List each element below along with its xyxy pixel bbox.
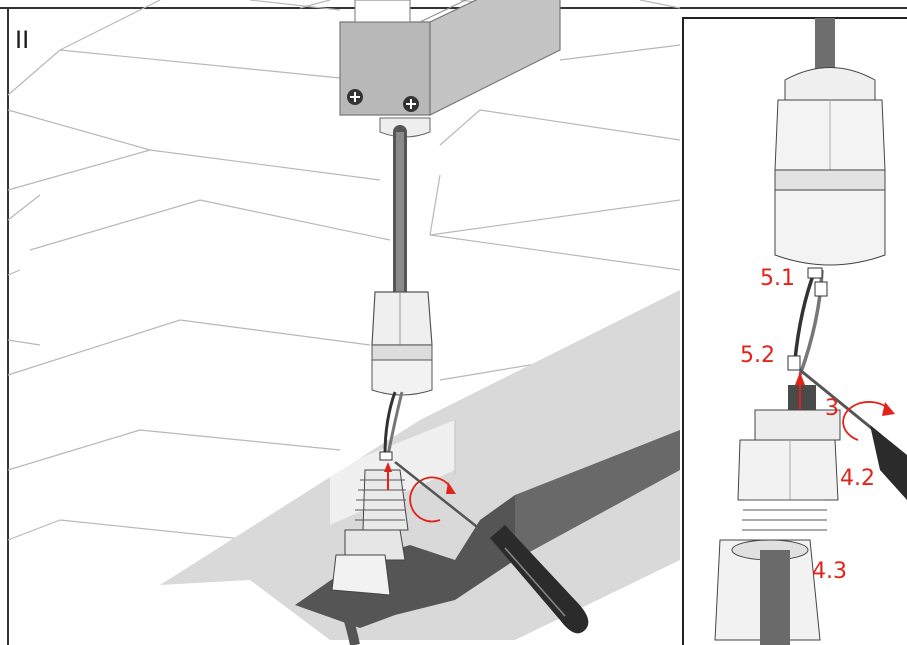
screw-icon bbox=[347, 89, 363, 105]
callout-3: 3 bbox=[825, 396, 839, 421]
screwdriver-icon bbox=[799, 368, 907, 500]
callout-4-3: 4.3 bbox=[812, 559, 847, 584]
screw-icon bbox=[403, 96, 419, 112]
step-numeral: II bbox=[15, 26, 29, 54]
cable-gland-icon bbox=[774, 67, 886, 266]
cable-gland-icon bbox=[371, 291, 433, 396]
detail-inset: 5.1 5.2 3 4.2 4.3 bbox=[682, 17, 907, 645]
rotation-arrow-icon bbox=[409, 476, 456, 523]
cable-gland-icon bbox=[714, 409, 841, 645]
callout-5-2: 5.2 bbox=[740, 343, 775, 368]
callout-5-1: 5.1 bbox=[760, 266, 795, 291]
paving-tiles bbox=[7, 0, 681, 546]
luminaire-housing bbox=[339, 0, 561, 138]
screwdriver-icon bbox=[394, 461, 589, 634]
rotation-arrow-icon bbox=[842, 401, 895, 441]
cable-gland-icon bbox=[331, 469, 409, 645]
callout-4-2: 4.2 bbox=[840, 466, 875, 491]
